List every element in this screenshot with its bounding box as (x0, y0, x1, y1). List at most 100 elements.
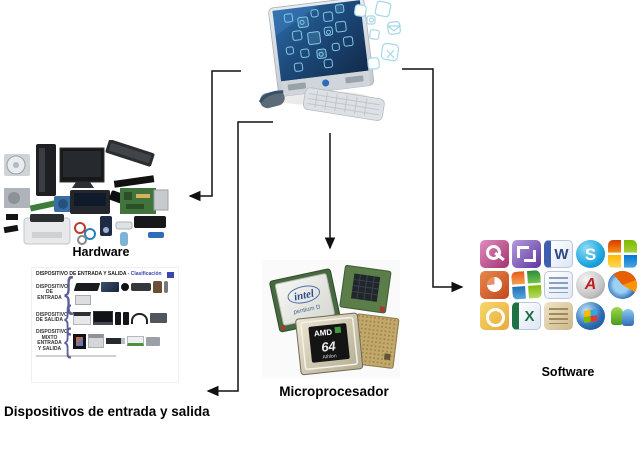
slide-row-items (74, 280, 174, 306)
hard-disk-icon (4, 154, 30, 176)
intel-logo-text: intel (293, 287, 316, 303)
brand-logo (322, 79, 330, 87)
usb-drive-icon (106, 338, 126, 344)
excel-glyph: X (524, 307, 535, 325)
barcode-reader-icon (153, 281, 163, 293)
touchscreen-icon (73, 333, 87, 349)
scanner-icon (131, 283, 152, 291)
powerpoint-icon (480, 271, 509, 299)
groove-icon (512, 240, 541, 268)
word-glyph: W (554, 245, 569, 263)
flying-app-icons (354, 0, 402, 70)
motherboard-icon (120, 188, 156, 214)
slide-row: DISPOSITIVO DE ENTRADA{ (36, 269, 174, 316)
software-label: Software (541, 365, 595, 379)
laptop-keyboard-icon (101, 282, 120, 292)
amd-64-text: 64 (320, 338, 337, 355)
sharepoint-icon (511, 270, 542, 300)
office-icon (608, 240, 637, 268)
skype-glyph: S (584, 244, 597, 264)
power-supply-icon (4, 188, 30, 208)
speaker-icon (123, 311, 130, 325)
slide-title-accent: - Clasificación (127, 271, 162, 277)
tower-case-icon (36, 144, 56, 196)
intel-model-text: pentium D (293, 304, 322, 316)
messenger-icon (608, 302, 637, 330)
laptop-icon (70, 190, 110, 214)
slide-row-items (72, 333, 174, 350)
word-icon: W (544, 240, 573, 268)
cpu-die-chip (339, 264, 392, 314)
excel-icon: X (512, 302, 541, 330)
arrow-to-hardware (188, 70, 241, 202)
water-bottle-icon (120, 232, 128, 246)
keyboard (302, 87, 385, 121)
slide-credits-line (36, 355, 117, 357)
speaker-grille (287, 82, 307, 91)
brace-glyph: { (64, 321, 72, 359)
amd-athlon-chip: AMD 64 Athlon (295, 312, 364, 376)
fax-icon (150, 313, 168, 323)
media-player-icon (100, 216, 112, 236)
slide-rows: DISPOSITIVO DE ENTRADA{DISPOSITIVO DE SA… (36, 269, 174, 357)
photo-printer-icon (75, 295, 92, 305)
monitor (268, 0, 375, 97)
acrobat-reader-icon: A (576, 271, 605, 299)
slide-row-label: DISPOSITIVO MIXTO ENTRADA Y SALIDA (36, 329, 68, 352)
usb-stick-icon (115, 221, 133, 230)
slide-row-label: DISPOSITIVO DE SALIDA (36, 311, 68, 323)
slide-title-text: DISPOSITIVO DE ENTRADA Y SALIDA (36, 271, 127, 277)
screen-app-icons (283, 3, 354, 72)
speaker-grille (345, 75, 364, 84)
mouse (258, 90, 285, 109)
slide-title: DISPOSITIVO DE ENTRADA Y SALIDA - Clasif… (36, 271, 174, 278)
external-drive-icon (146, 336, 161, 346)
infopath-icon (544, 302, 573, 330)
webcam-icon (121, 283, 130, 291)
outlook-icon (480, 302, 509, 330)
cpu-cooler-icon (54, 196, 72, 212)
computer-illustration (258, 0, 402, 121)
microphone-icon (164, 281, 169, 293)
ram-module-icon (113, 175, 155, 188)
access-icon (480, 240, 509, 268)
keyboard-icon (74, 283, 101, 291)
hard-drive-icon (153, 189, 169, 211)
dispositivos-label: Dispositivos de entrada y salida (4, 404, 210, 419)
headphones-icon (131, 312, 149, 324)
cables-icon (74, 222, 96, 245)
acrobat-reader-glyph: A (584, 276, 597, 293)
slide-row: DISPOSITIVO DE SALIDA{ (36, 301, 174, 334)
printer-icon (73, 311, 92, 325)
speaker-icon (115, 311, 122, 325)
amd-logo-text: AMD (313, 328, 332, 339)
keyboard-icon (105, 140, 155, 167)
hardware-collage (3, 140, 169, 246)
slide-row-items (72, 310, 174, 326)
dispositivos-slide: DISPOSITIVO DE ENTRADA Y SALIDA - Clasif… (32, 268, 178, 382)
brace-glyph: { (64, 269, 74, 316)
multifunction-printer-icon (88, 334, 105, 348)
skype-icon: S (576, 240, 605, 268)
monitor-icon (59, 147, 105, 188)
firefox-icon (608, 271, 637, 299)
printer-icon (23, 214, 71, 245)
arrow-to-software (402, 68, 464, 293)
plugs-icon (3, 214, 19, 234)
monitor-icon (93, 311, 114, 325)
brace-glyph: { (64, 298, 72, 336)
slide-row: DISPOSITIVO MIXTO ENTRADA Y SALIDA{ (36, 324, 174, 357)
slide-logo-badge (167, 272, 174, 278)
amd-model-text: Athlon (322, 353, 337, 360)
windows-icon (576, 302, 605, 330)
publisher-icon (544, 271, 573, 299)
network-card-icon (127, 336, 145, 346)
microprocessor-label: Microprocesador (279, 384, 389, 399)
slide-row-label: DISPOSITIVO DE ENTRADA (36, 283, 68, 301)
modem-icon (134, 216, 166, 238)
microprocessor-figure: intel pentium D AMD 64 Athlon (262, 260, 400, 378)
usb-flash-icon (148, 232, 164, 238)
